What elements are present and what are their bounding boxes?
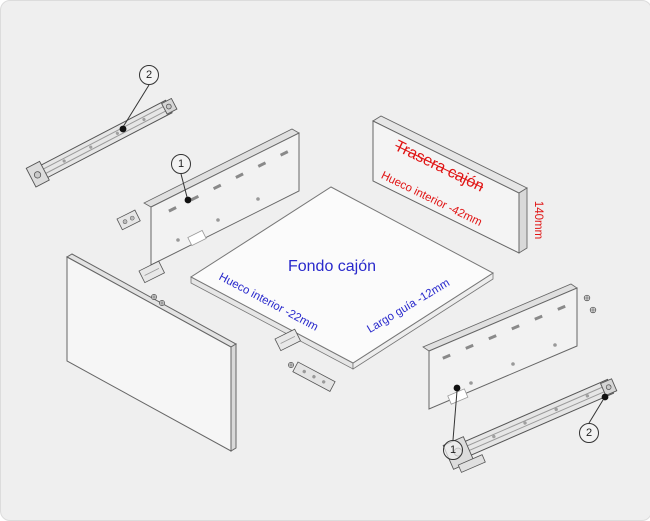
bottom-panel xyxy=(190,186,494,370)
right-side-panel xyxy=(422,283,578,410)
back-panel xyxy=(372,115,528,254)
front-clip-left-screws xyxy=(151,294,165,306)
callout-dots xyxy=(119,125,609,401)
panel-hole xyxy=(553,343,557,347)
right-panel-sticker xyxy=(447,388,469,405)
back-panel-height-dim: 140mm xyxy=(531,200,544,240)
right-panel-slots xyxy=(442,304,566,360)
left-side-panel xyxy=(143,128,300,266)
right-panel-screws xyxy=(583,294,597,314)
panel-hole xyxy=(216,218,220,222)
front-panel xyxy=(65,253,238,452)
panel-hole xyxy=(511,362,515,366)
left-slide-rail xyxy=(25,97,178,188)
callout-right-side-panel: 1 xyxy=(443,440,463,460)
left-panel-slots xyxy=(168,150,289,213)
callout-left-rail: 2 xyxy=(139,65,159,85)
left-panel-sticker xyxy=(187,229,207,247)
left-front-bracket xyxy=(116,209,141,231)
callout-left-side-panel: 1 xyxy=(171,154,191,174)
panel-hole xyxy=(469,381,473,385)
front-clip-right xyxy=(274,328,302,352)
front-clip-left xyxy=(138,260,166,284)
callout-right-rail: 2 xyxy=(579,423,599,443)
front-bracket-piece xyxy=(292,361,336,392)
callout-leaders xyxy=(122,84,604,441)
bottom-panel-label: Fondo cajón xyxy=(287,258,377,275)
panel-hole xyxy=(176,238,180,242)
panel-hole xyxy=(256,197,260,201)
